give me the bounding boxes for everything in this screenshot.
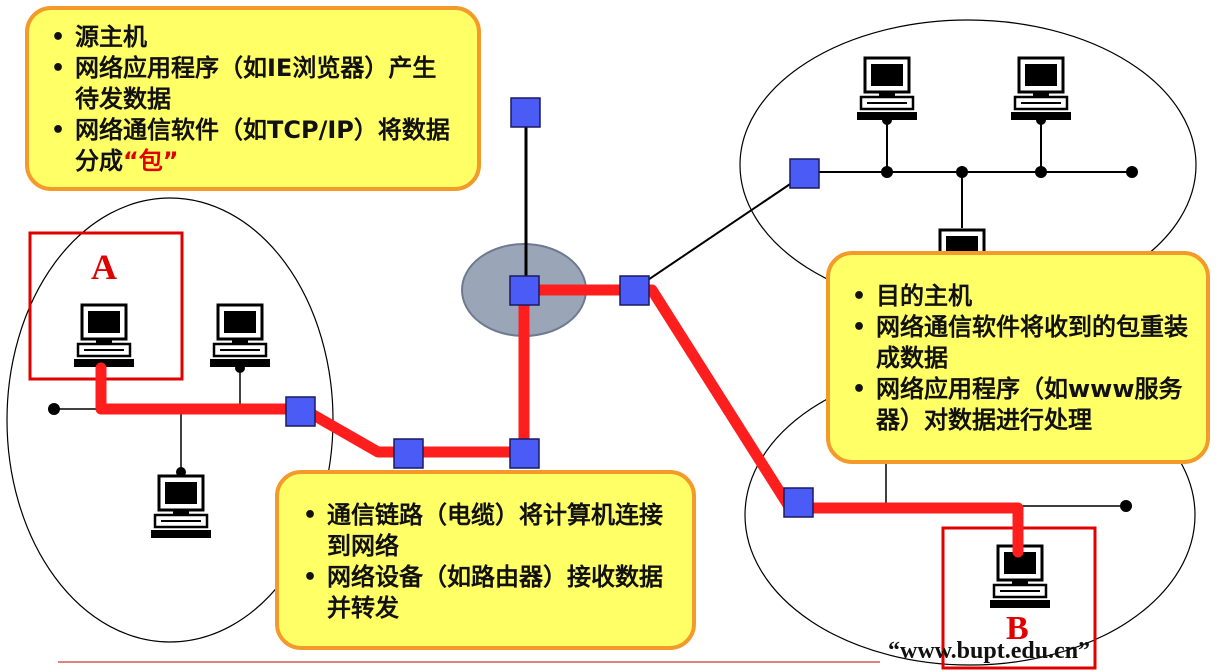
- desktop-computer-icon: [855, 56, 919, 122]
- router-square-icon: [510, 97, 541, 128]
- router-square-icon: [619, 275, 650, 306]
- callout-item: 网络通信软件（如TCP/IP）将数据分成“包”: [51, 115, 459, 177]
- destination-host-callout: 目的主机 网络通信软件将收到的包重装成数据 网络应用程序（如www服务器）对数据…: [826, 251, 1210, 464]
- router-square-icon: [509, 275, 540, 306]
- desktop-computer-icon: [208, 303, 272, 369]
- callout-item: 网络通信软件将收到的包重装成数据: [852, 312, 1192, 374]
- host-b-label: B: [1006, 610, 1029, 647]
- desktop-computer-icon: [1009, 56, 1073, 122]
- lan-endpoint-dot: [48, 403, 60, 415]
- callout-item: 网络应用程序（如IE浏览器）产生待发数据: [51, 53, 459, 115]
- callout-item: 网络设备（如路由器）接收数据并转发: [303, 562, 674, 624]
- router-square-icon: [789, 158, 820, 189]
- callout-item-text: 网络通信软件（如TCP/IP）将数据分成: [75, 116, 450, 175]
- desktop-computer-icon-a: [72, 303, 136, 369]
- host-a-label: A: [91, 247, 117, 287]
- router-square-icon: [783, 487, 814, 518]
- callout-item: 源主机: [51, 22, 459, 53]
- callout-item: 目的主机: [852, 281, 1192, 312]
- desktop-computer-icon: [149, 474, 213, 540]
- router-square-icon: [393, 438, 424, 469]
- router-icons: [285, 97, 820, 518]
- network-callout: 通信链路（电缆）将计算机连接到网络 网络设备（如路由器）接收数据并转发: [275, 470, 696, 650]
- lan-junction-dot: [1035, 166, 1047, 178]
- left-lan-wires: [54, 368, 292, 470]
- lan-endpoint-dot: [1126, 166, 1138, 178]
- data-path: [95, 284, 1024, 558]
- destination-url: “www.bupt.edu.cn”: [888, 638, 1091, 664]
- callout-item: 网络应用程序（如www服务器）对数据进行处理: [852, 374, 1192, 436]
- router-square-icon: [285, 396, 316, 427]
- lan-endpoint-dot: [1120, 500, 1132, 512]
- callout-item: 通信链路（电缆）将计算机连接到网络: [303, 500, 674, 562]
- router-square-icon: [509, 438, 540, 469]
- source-host-callout: 源主机 网络应用程序（如IE浏览器）产生待发数据 网络通信软件（如TCP/IP）…: [25, 6, 481, 191]
- lan-junction-dot: [881, 166, 893, 178]
- packet-highlight: “包”: [123, 147, 179, 175]
- lan-junction-dot: [956, 166, 968, 178]
- top-right-lan-wires: [632, 120, 1132, 291]
